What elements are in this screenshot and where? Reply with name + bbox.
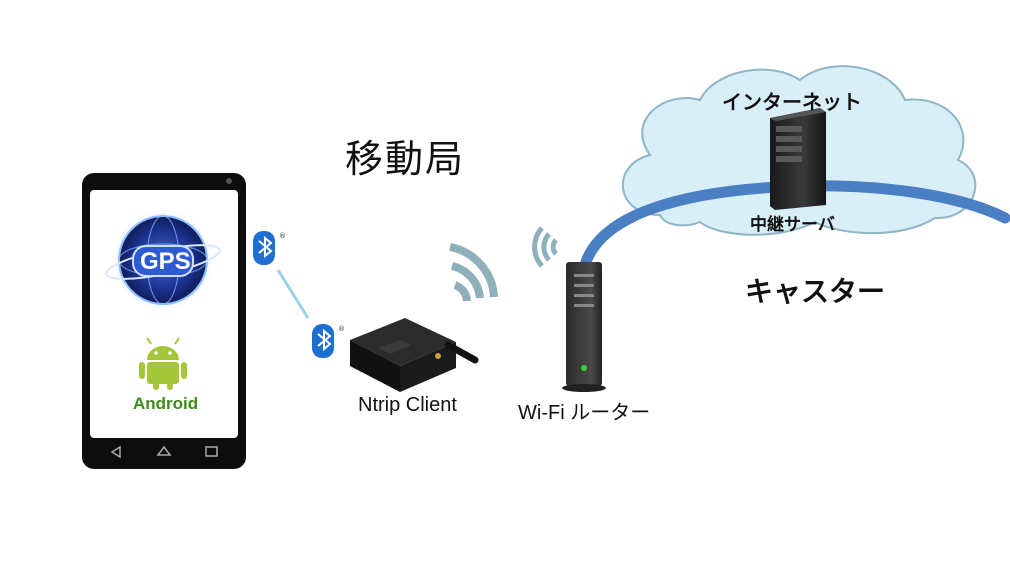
- svg-text:®: ®: [338, 325, 345, 333]
- bluetooth-link: [276, 269, 310, 319]
- svg-text:®: ®: [279, 232, 286, 240]
- ntrip-client-label: Ntrip Client: [358, 394, 457, 416]
- bluetooth-icon: ®: [312, 324, 345, 358]
- ntrip-client-device: [350, 318, 479, 392]
- internet-label: インターネット: [722, 90, 862, 114]
- relay-server-label: 中継サーバ: [750, 215, 835, 235]
- recent-apps-icon: [205, 446, 218, 457]
- wifi-router-label: Wi-Fi ルーター: [518, 402, 651, 424]
- android-robot-icon: [139, 337, 187, 390]
- page-title: 移動局: [345, 137, 466, 181]
- wifi-signal-icon: [449, 243, 498, 302]
- server-icon: [770, 108, 826, 210]
- back-icon: [110, 445, 121, 459]
- gps-globe-icon: [105, 208, 221, 312]
- android-label: Android: [133, 394, 199, 413]
- gps-logo-text: GPS: [140, 248, 191, 275]
- caster-label: キャスター: [745, 275, 886, 308]
- bluetooth-icon: ®: [253, 231, 286, 265]
- wifi-signal-icon: [532, 226, 558, 268]
- home-icon: [156, 445, 172, 456]
- router-icon: [562, 262, 606, 392]
